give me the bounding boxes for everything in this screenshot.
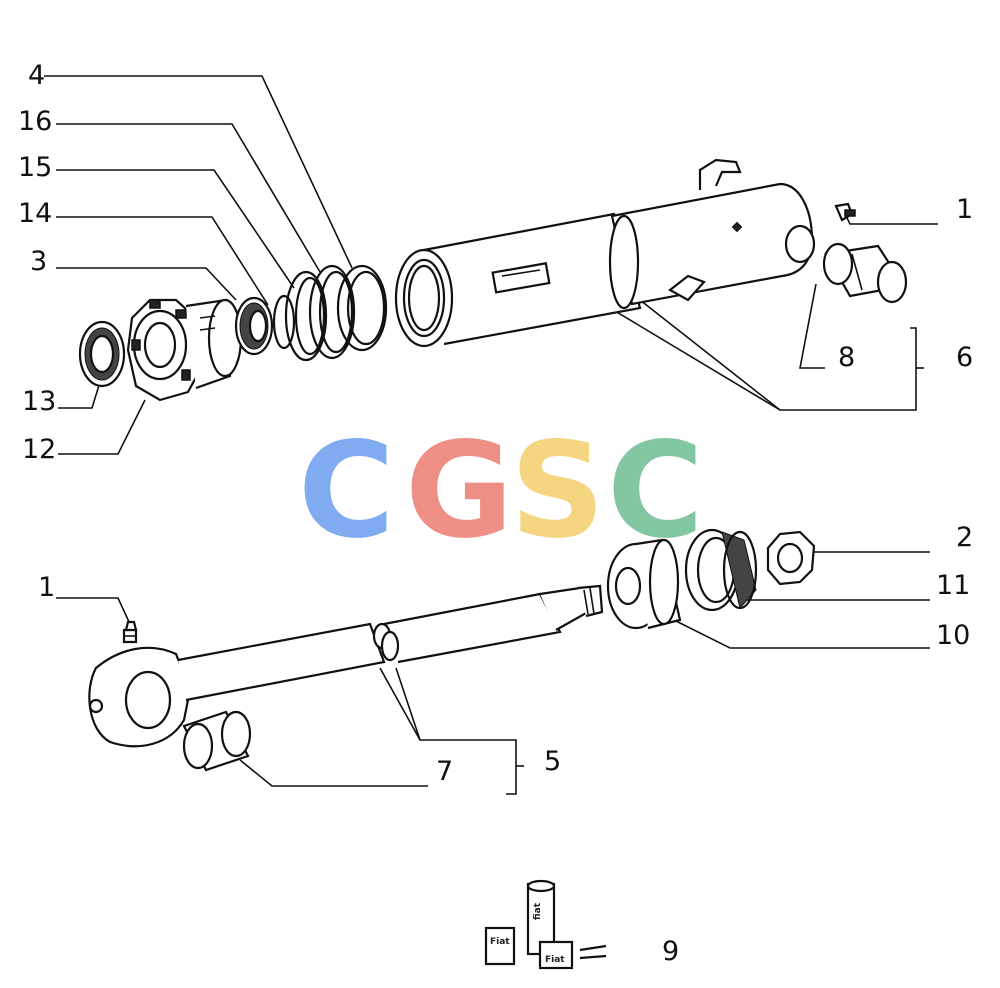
seal-part-14 <box>234 294 296 356</box>
wiper-seal-part-13 <box>78 320 126 388</box>
grease-nipple-part-1-bottom <box>122 620 138 644</box>
callout-15: 15 <box>18 152 52 183</box>
kit-box-left-label: Fiat <box>490 937 510 947</box>
watermark-letter-c1: C <box>298 414 395 568</box>
grease-nipple-part-1-top <box>834 202 856 222</box>
o-ring-part-4 <box>336 264 388 352</box>
callout-5: 5 <box>544 746 561 777</box>
callout-12: 12 <box>22 434 56 465</box>
o-ring-part-15 <box>284 270 328 362</box>
callout-3: 3 <box>30 246 47 277</box>
watermark-letter-g: G <box>405 414 513 568</box>
callout-1-top: 1 <box>956 194 973 225</box>
callout-2: 2 <box>956 522 973 553</box>
watermark: C G S C <box>298 414 704 568</box>
leader-lines <box>44 75 938 795</box>
piston-rod-part-7 <box>88 584 604 748</box>
guide-bush-part-3 <box>185 298 243 390</box>
cylinder-barrel <box>394 158 816 348</box>
bush-part-7-sleeve <box>182 710 252 772</box>
callout-numbers: 4 16 15 14 3 13 12 1 8 6 2 11 10 1 7 5 9 <box>18 60 973 967</box>
backup-ring-part-16 <box>308 264 356 360</box>
pivot-bush-part-8 <box>822 242 908 304</box>
callout-9: 9 <box>662 936 679 967</box>
callout-4: 4 <box>28 60 45 91</box>
kit-box-right-label: Fiat <box>545 955 565 965</box>
watermark-letter-s: S <box>510 414 605 568</box>
sealant-kit-part-9: Fiat fiat Fiat <box>484 879 607 970</box>
callout-14: 14 <box>18 198 52 229</box>
callout-7: 7 <box>436 756 453 787</box>
callout-10: 10 <box>936 620 970 651</box>
gland-nut-part-12 <box>126 298 202 402</box>
piston-part-10 <box>606 538 682 630</box>
callout-11: 11 <box>936 570 970 601</box>
callout-1-bottom: 1 <box>38 572 55 603</box>
nut-part-2 <box>766 530 816 586</box>
callout-16: 16 <box>18 106 52 137</box>
callout-6: 6 <box>956 342 973 373</box>
callout-13: 13 <box>22 386 56 417</box>
callout-8: 8 <box>838 342 855 373</box>
kit-tube-label: fiat <box>533 902 543 920</box>
piston-seal-part-11 <box>684 528 758 612</box>
